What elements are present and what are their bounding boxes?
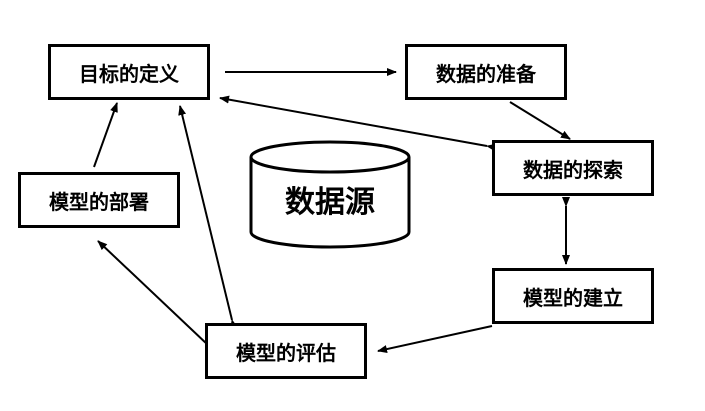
arrow-explore-goal-bidirectional [219, 95, 497, 152]
node-data-explore: 数据的探索 [492, 140, 654, 196]
arrow-eval-to-deploy [97, 240, 209, 346]
node-model-eval: 模型的评估 [205, 323, 367, 379]
arrow-deploy-to-goal [93, 102, 118, 168]
arrow-prep-to-explore [509, 101, 571, 140]
datasource-label: 数据源 [285, 185, 375, 220]
arrow-eval-goal-bidirectional [178, 105, 239, 330]
node-define-goal: 目标的定义 [48, 44, 210, 100]
node-data-prep: 数据的准备 [405, 44, 567, 100]
node-model-build: 模型的建立 [492, 268, 654, 324]
node-model-deploy: 模型的部署 [18, 172, 180, 228]
arrow-build-to-eval [377, 325, 493, 353]
datasource-cylinder [249, 140, 411, 249]
